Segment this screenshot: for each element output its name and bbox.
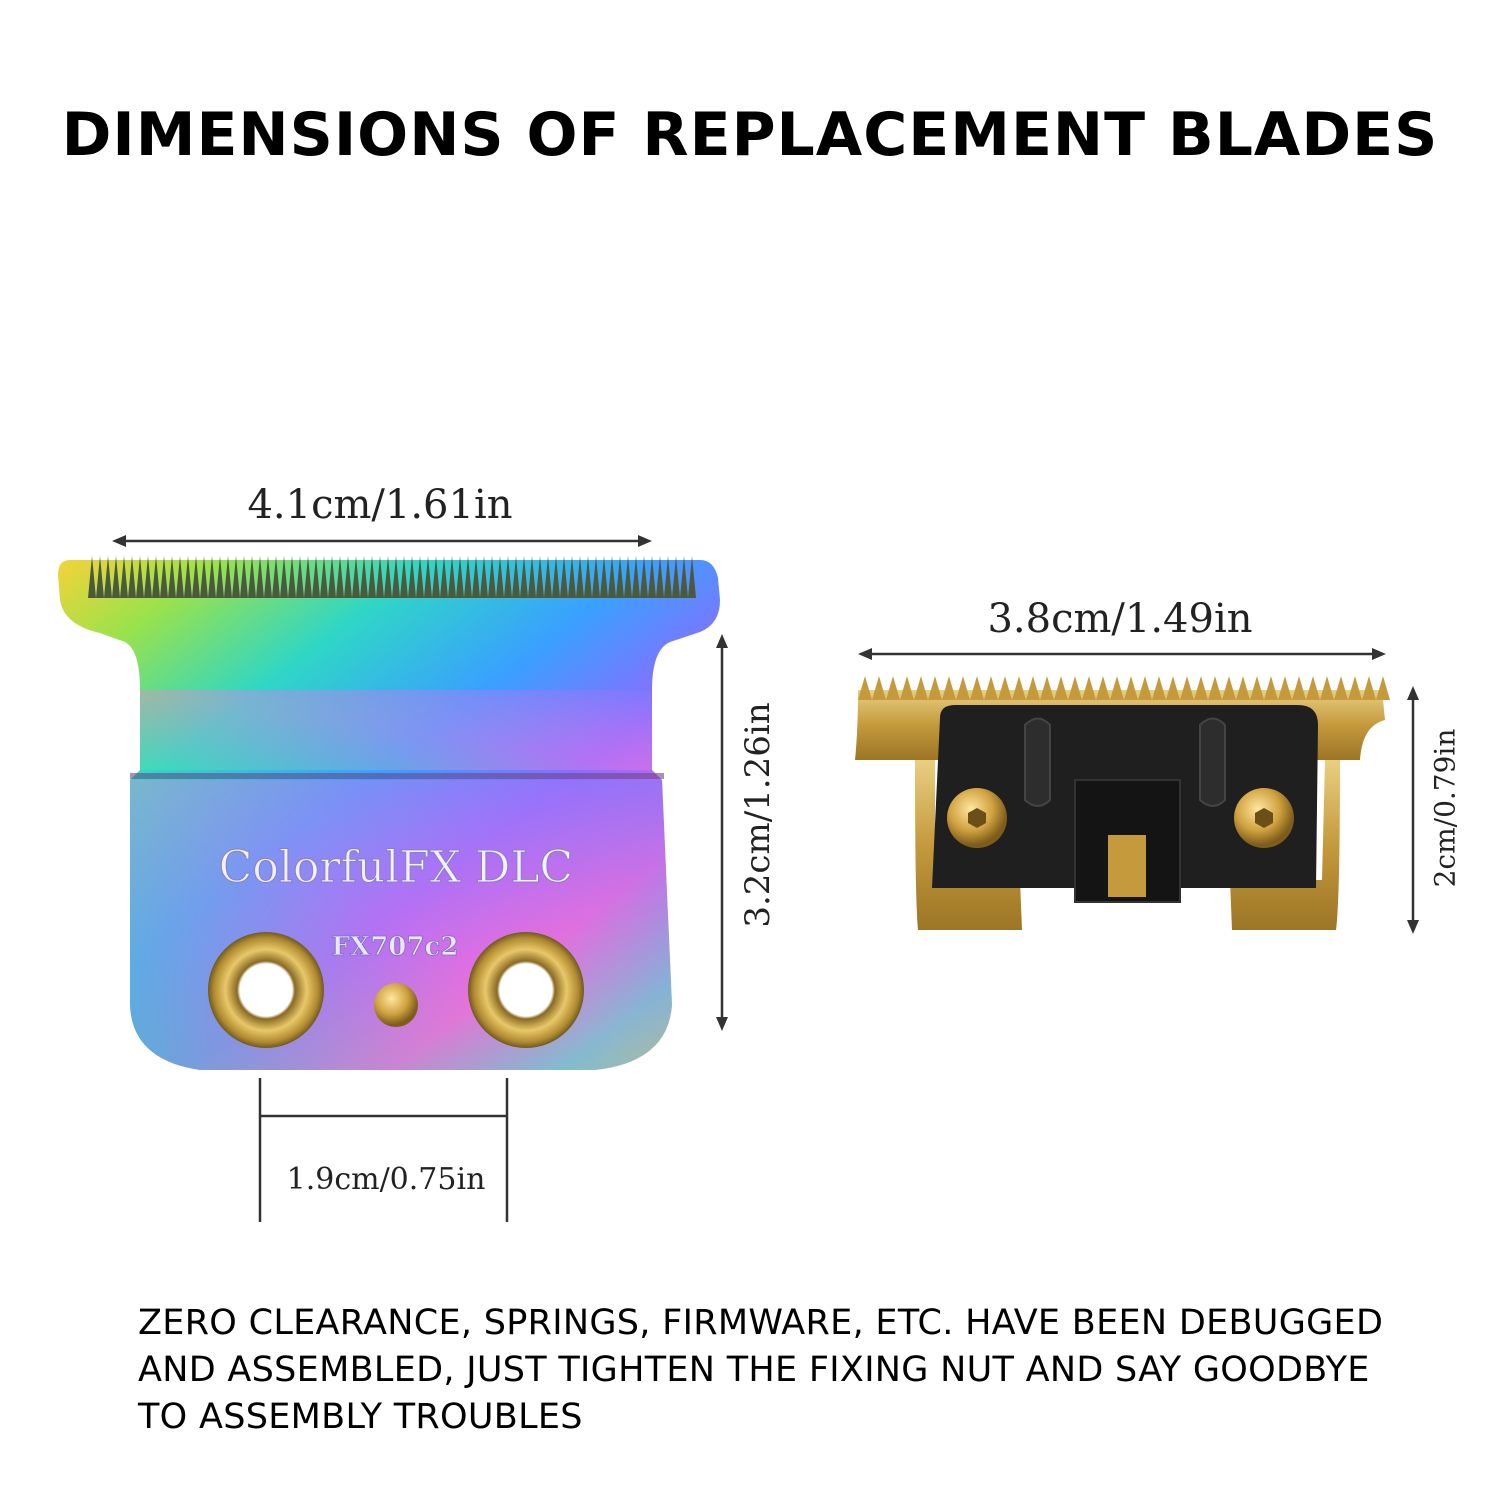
footer-note: ZERO CLEARANCE, SPRINGS, FIRMWARE, ETC. …	[138, 1303, 1384, 1437]
left-height-arrow	[716, 634, 728, 1031]
left-blade-teeth	[88, 556, 696, 598]
right-width-arrow	[858, 648, 1386, 660]
left-blade-hole-spacing-label: 1.9cm/0.75in	[286, 1162, 486, 1197]
right-blade-width-label: 3.8cm/1.49in	[987, 596, 1253, 642]
left-blade-height-label: 3.2cm/1.26in	[738, 702, 778, 928]
right-blade-height-label: 2cm/0.79in	[1428, 728, 1462, 888]
right-blade	[855, 676, 1390, 930]
left-width-arrow	[112, 535, 652, 547]
left-blade: ColorfulFX DLC FX707c2	[58, 556, 720, 1070]
right-height-arrow	[1407, 686, 1419, 934]
page-title: DIMENSIONS OF REPLACEMENT BLADES	[61, 100, 1439, 170]
left-hole-spacing-bracket	[258, 1078, 509, 1222]
right-blade-teeth	[858, 676, 1390, 700]
left-blade-width-label: 4.1cm/1.61in	[247, 482, 513, 528]
left-blade-model-text: FX707c2	[332, 932, 459, 962]
left-blade-brand-text: ColorfulFX DLC	[219, 842, 573, 893]
left-blade-pin	[374, 983, 418, 1027]
